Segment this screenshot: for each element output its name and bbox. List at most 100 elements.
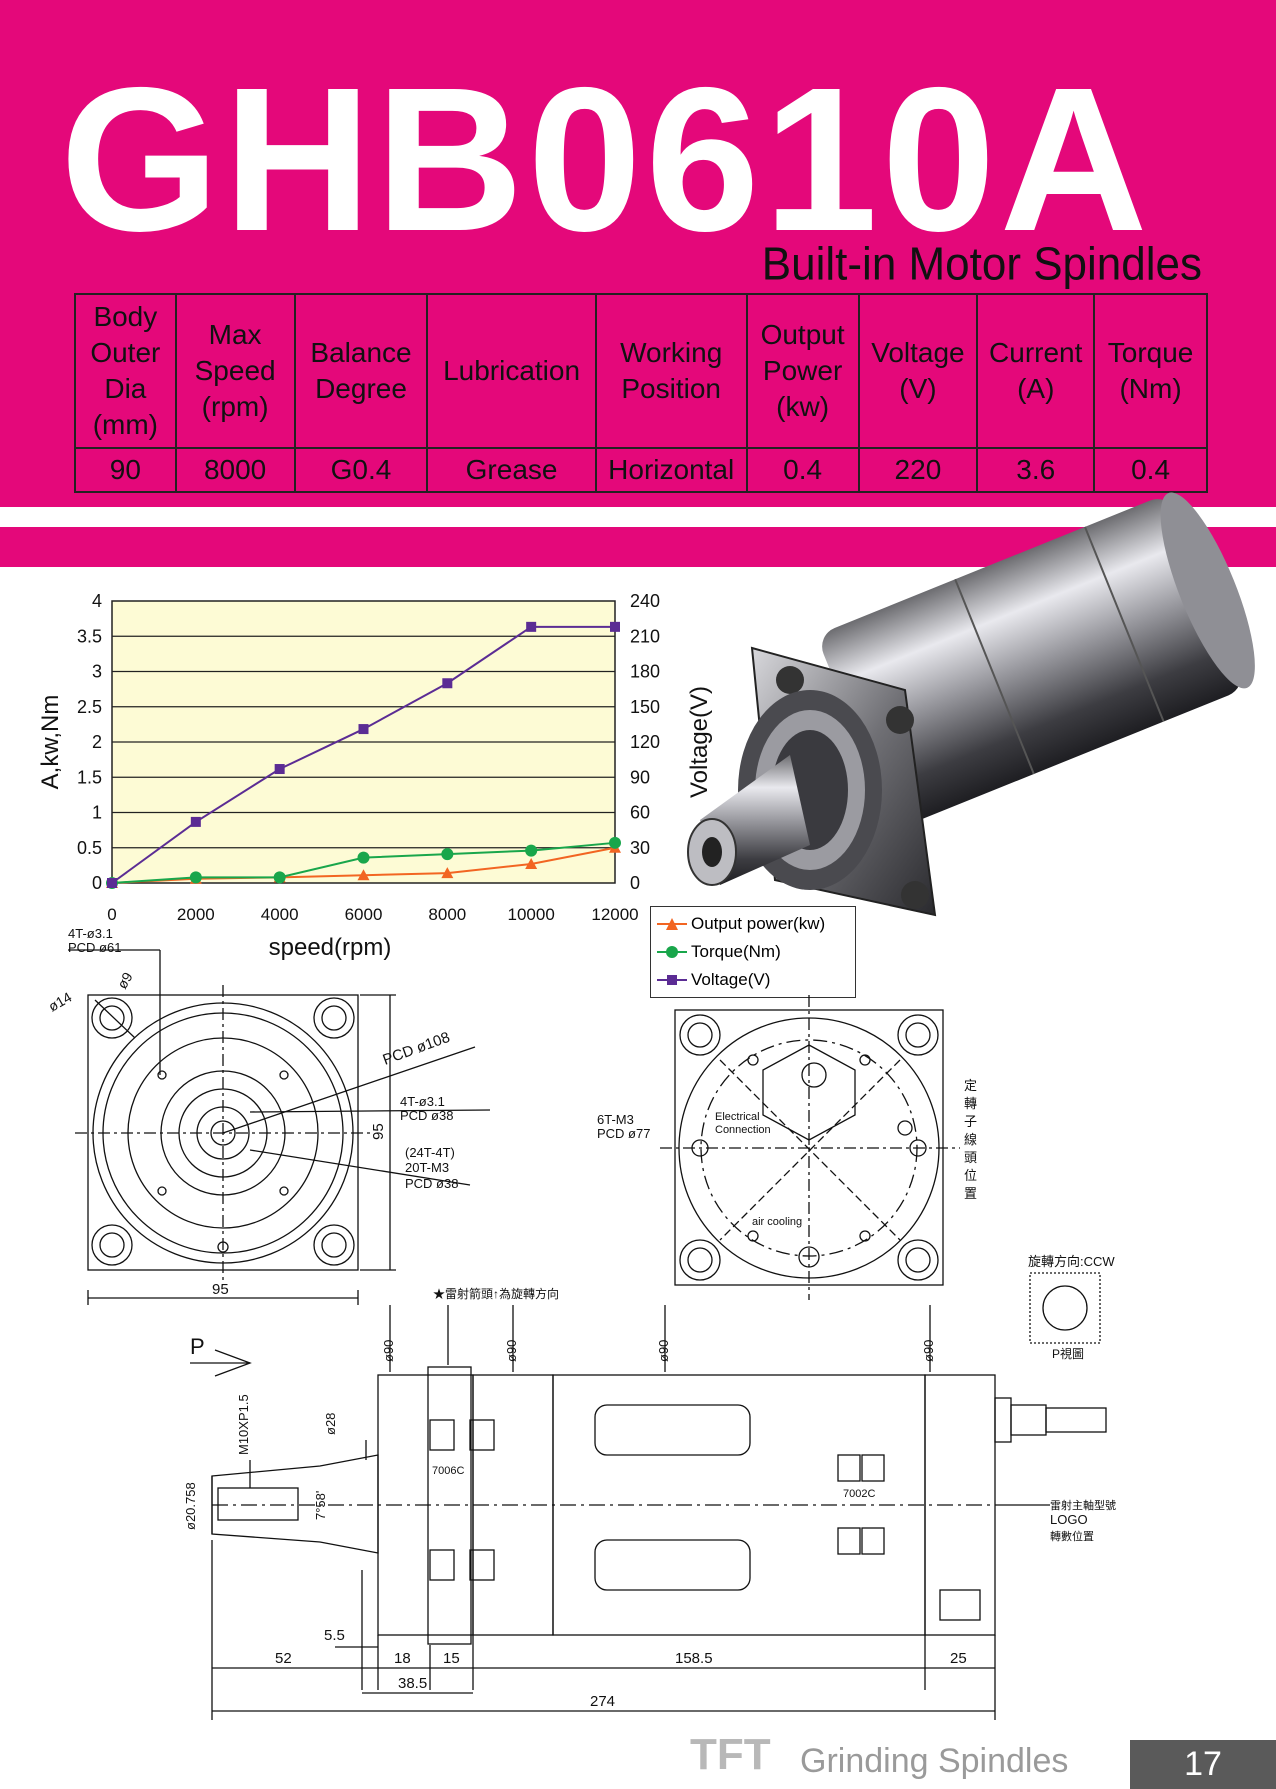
rear-pcd-label: PCD ø77: [597, 1126, 650, 1141]
spec-header-line: Balance: [310, 337, 412, 368]
front-hole2-label: 4T-ø3.1: [400, 1094, 445, 1109]
footer-tagline: Grinding Spindles: [800, 1742, 1069, 1780]
x-tick-label: 8000: [428, 905, 466, 924]
spec-value-7: 3.6: [976, 447, 1096, 493]
y-tick-label: 1: [92, 803, 102, 823]
legend-label-torque: Torque(Nm): [691, 942, 781, 961]
series-point: [442, 678, 453, 689]
spec-header-line: (V): [899, 373, 937, 404]
series-point: [357, 851, 370, 864]
front-pcd3-label: PCD ø38: [405, 1176, 458, 1191]
y2-tick-label: 0: [630, 873, 640, 893]
logo-line2: LOGO: [1050, 1512, 1088, 1527]
spec-header-line: Body: [93, 301, 158, 332]
dim-25: 25: [950, 1650, 967, 1667]
legend-item-output-power: Output power(kw): [657, 911, 825, 937]
y2-tick-label: 180: [630, 662, 660, 682]
side-dia-nose: ø20.758: [183, 1482, 198, 1530]
series-point: [189, 871, 202, 884]
dim-38-5: 38.5: [398, 1675, 427, 1692]
dim-18: 18: [394, 1650, 411, 1667]
spec-value-3: Grease: [426, 447, 597, 493]
spec-header-8: Torque (Nm): [1093, 293, 1208, 449]
y2-tick-label: 120: [630, 732, 660, 752]
series-point: [525, 844, 538, 857]
side-d1: ø90: [381, 1340, 396, 1362]
side-d28: ø28: [323, 1413, 338, 1435]
y2-tick-label: 30: [630, 838, 650, 858]
vertical-note-char: 頭: [964, 1150, 977, 1165]
y-axis-label: A,kw,Nm: [37, 695, 64, 790]
y2-tick-label: 90: [630, 767, 650, 787]
dim-274: 274: [590, 1693, 615, 1710]
spec-value-4: Horizontal: [594, 447, 748, 493]
legend-item-torque: Torque(Nm): [657, 939, 781, 965]
spec-header-line: Speed: [194, 355, 276, 386]
series-point: [610, 621, 620, 632]
x-tick-label: 6000: [345, 905, 383, 924]
series-point: [274, 764, 285, 775]
front-hole3b-label: 20T-M3: [405, 1160, 449, 1175]
dim-158-5: 158.5: [675, 1650, 713, 1667]
spec-header-6: Voltage(V): [857, 293, 979, 449]
spec-value-5: 0.4: [745, 447, 860, 493]
side-view-letter: P: [190, 1334, 205, 1359]
series-point: [273, 871, 286, 884]
spec-header-7: Current(A): [976, 293, 1096, 449]
y-tick-label: 2.5: [77, 697, 102, 717]
spec-header-line: (mm): [92, 409, 158, 440]
y-tick-label: 2: [92, 732, 102, 752]
bearing1-label: 7006C: [432, 1465, 464, 1477]
legend-item-voltage: Voltage(V): [657, 967, 770, 993]
side-taper: 7°58': [313, 1491, 328, 1520]
y2-tick-label: 150: [630, 697, 660, 717]
spec-header-3: Lubrication: [426, 293, 597, 449]
front-dim-h: 95: [212, 1281, 229, 1298]
header-stripe: [0, 507, 1276, 527]
x-tick-label: 2000: [177, 905, 215, 924]
logo-line3: 轉數位置: [1050, 1529, 1094, 1543]
spec-header-line: (Nm): [1119, 373, 1182, 404]
laser-note: ★雷射箭頭↑為旋轉方向: [433, 1286, 559, 1301]
logo-line1: 雷射主軸型號: [1050, 1498, 1116, 1512]
legend-label-output-power: Output power(kw): [691, 914, 826, 933]
front-hole3a-label: (24T-4T): [405, 1145, 455, 1160]
series-point: [190, 816, 201, 827]
spec-header-line: Working: [620, 337, 723, 368]
rear-view: [660, 995, 960, 1300]
x-tick-label: 0: [107, 905, 116, 924]
vertical-note-char: 置: [964, 1186, 977, 1201]
dim-15: 15: [443, 1650, 460, 1667]
side-view: [190, 1305, 1107, 1720]
front-d9-label: ø9: [114, 969, 136, 991]
spec-header-line: Max: [208, 319, 262, 350]
spec-header-line: Torque: [1107, 337, 1194, 368]
legend-label-voltage: Voltage(V): [691, 970, 771, 989]
side-d4: ø90: [921, 1340, 936, 1362]
side-thread: M10XP1.5: [236, 1394, 251, 1455]
product-subtitle: Built-in Motor Spindles: [761, 238, 1202, 291]
spec-header-line: Output: [760, 319, 845, 350]
header-lower-band: [0, 527, 1276, 567]
rear-hole-label: 6T-M3: [597, 1112, 634, 1127]
p-view: [1029, 1272, 1101, 1344]
x-tick-label: 10000: [508, 905, 555, 924]
front-pcd108-label: PCD ø108: [381, 1029, 453, 1069]
spec-value-1: 8000: [174, 447, 296, 493]
y-tick-label: 0: [92, 873, 102, 893]
model-title: GHB0610A: [60, 45, 1152, 274]
y2-axis-label: Voltage(V): [686, 686, 713, 798]
x-tick-label: 12000: [591, 905, 638, 924]
side-d2: ø90: [504, 1340, 519, 1362]
y-tick-label: 4: [92, 591, 102, 611]
series-point: [358, 724, 369, 735]
footer-brand: TFT: [690, 1730, 771, 1779]
spec-header-line: Outer: [90, 337, 161, 368]
front-dim-v: 95: [370, 1123, 387, 1140]
series-point: [609, 836, 621, 849]
